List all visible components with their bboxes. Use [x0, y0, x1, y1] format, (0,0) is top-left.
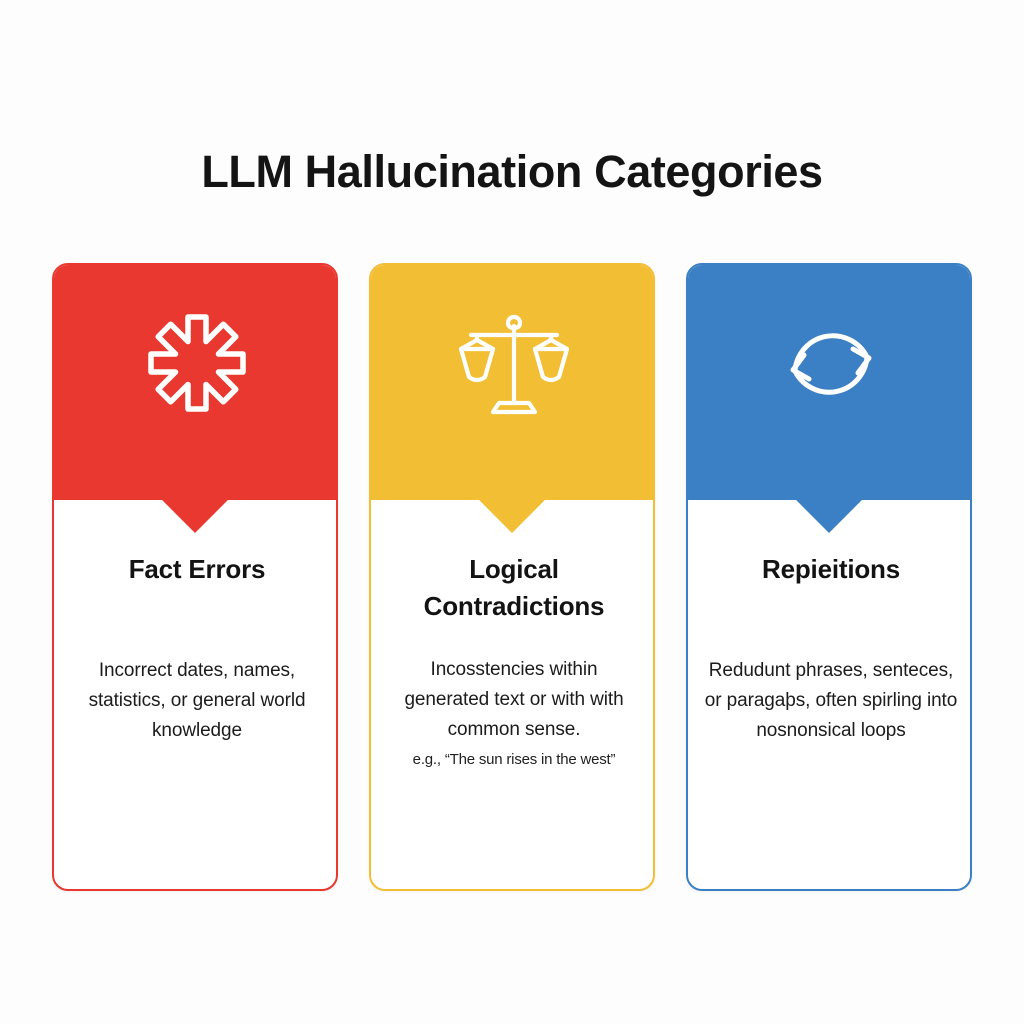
balance-scale-icon	[371, 311, 653, 415]
card-header-banner	[54, 265, 336, 533]
asterisk-burst-icon	[54, 311, 336, 415]
card-example-text: e.g., “The sun rises in the west”	[412, 750, 616, 768]
circular-loop-arrows-icon	[688, 311, 970, 415]
card-text-block: Repieitions Redudunt phrases, senteces, …	[688, 551, 970, 746]
card-title: Repieitions	[762, 554, 900, 584]
page-title: LLM Hallucination Categories	[201, 146, 823, 198]
card-title: Fact Errors	[128, 554, 266, 584]
category-card-row: Fact Errors Incorrect dates, names, stat…	[52, 263, 972, 891]
card-description: Incorrect dates, names, statistics, or g…	[88, 659, 306, 741]
card-text-block: Logical Contradictions Incosstencies wit…	[371, 551, 653, 771]
card-description: Incosstencies within generated text or w…	[404, 658, 624, 740]
card-text-block: Fact Errors Incorrect dates, names, stat…	[54, 551, 336, 746]
category-card-logical-contradictions[interactable]: Logical Contradictions Incosstencies wit…	[369, 263, 655, 891]
category-card-fact-errors[interactable]: Fact Errors Incorrect dates, names, stat…	[52, 263, 338, 891]
card-description: Redudunt phrases, senteces, or paragaþs,…	[704, 659, 958, 741]
category-card-repetitions[interactable]: Repieitions Redudunt phrases, senteces, …	[686, 263, 972, 891]
card-header-banner	[688, 265, 970, 533]
card-title: Logical Contradictions	[423, 554, 605, 621]
